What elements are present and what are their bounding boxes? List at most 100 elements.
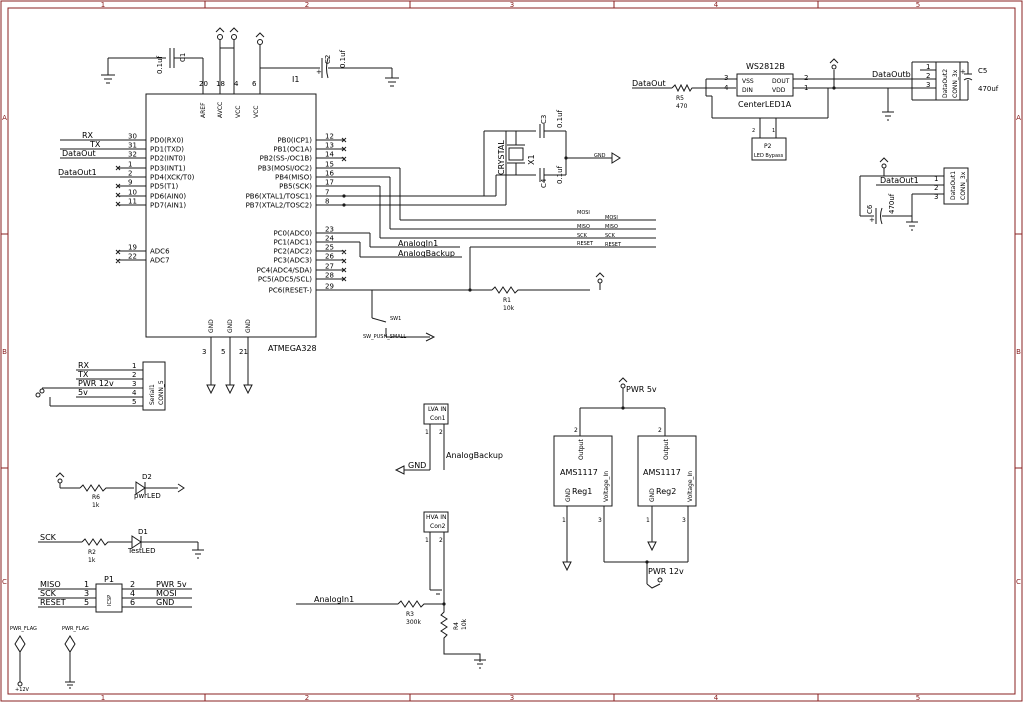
mcu-left-pin-num: 19 [128,244,137,252]
icsp-left-pin-3: 5 [84,598,89,607]
r4-value: 10k [461,618,468,630]
sw-value: SW_PUSH_SMALL [363,334,406,340]
serial-pin-5: 5 [132,398,136,406]
mcu-value: ATMEGA328 [268,344,317,353]
mcu-left-pin-num: 32 [128,151,137,159]
hva-pin-1: 1 [425,537,429,544]
r2-ref: R2 [88,549,96,556]
mcu-right-pin-name: PB4(MISO) [275,174,312,182]
frame-col-1-bottom: 1 [101,694,105,702]
net-miso-1: MISO [577,224,590,230]
led-pin-din: DIN [742,87,753,94]
mcu-right-pin-name: PB3(MOSI/OC2) [258,165,312,173]
pwr-flag-1-label: PWR_FLAG [10,626,37,632]
mcu-right-pin-name: PB0(ICP1) [277,137,312,145]
mcu-bottom-pin-num: 5 [221,348,225,356]
net-pwr12v: PWR 12v [648,567,684,576]
reg2-name: AMS1117 [643,468,681,477]
mcu-left-pin-num: 31 [128,142,137,150]
net-dataoutb: DataOutb [872,70,911,79]
c2-value: 0.1uf [339,49,347,68]
d1-value: TestLED [127,547,156,555]
icsp-left-net-2: SCK [40,589,57,598]
led-ref: CenterLED1A [738,100,792,109]
frame-row-a-right: A [1016,114,1021,122]
serial-value: CONN_5 [158,380,165,405]
lva-ref: Con1 [430,415,446,422]
reg1-vin: Voltage_In [603,471,610,502]
cap-c2: + C2 0.1uf [316,49,399,87]
r2-value: 1k [88,557,96,564]
net-dataout1: DataOut1 [58,168,97,177]
mcu-left-pin-name: PD0(RX0) [150,137,184,145]
c1-value: 0.1uf [156,55,164,74]
cap-c3: C3 0.1uf [539,109,566,138]
frame-col-3-bottom: 3 [510,694,514,702]
reg1-name: AMS1117 [560,468,598,477]
reg1-ref: Reg1 [572,487,592,496]
mcu-top-pin-num: 4 [234,80,239,88]
mcu-right-pin-num: 14 [325,151,334,159]
connector-lva-in: LVA IN Con1 GND AnalogBackup 1 2 [394,403,503,475]
mcu-ref: I1 [292,75,299,84]
hva-pin-2: 2 [439,537,443,544]
frame-col-2: 2 [305,1,309,9]
mcu-ground-arrows [206,337,253,395]
serial-net-tx: TX [77,370,89,379]
icsp-left-pin-1: 1 [84,580,89,589]
p2-pin-2: 2 [752,128,755,134]
c2-ref: C2 [324,55,332,64]
led-pin-vss: VSS [742,78,754,85]
reg1-body [553,435,613,507]
mcu-right-pin-name: PB2(SS-/OC1B) [260,155,313,163]
mcu-right-pin-num: 17 [325,179,334,187]
mcu-right-pin-name: PC4(ADC4/SDA) [257,267,313,275]
led-pin-vss-num: 3 [724,74,728,82]
power-avcc [215,27,320,94]
c6-plus: + [869,216,875,224]
net-sck-led: SCK [40,533,57,542]
mcu-bottom-pin-name: GND [227,319,234,333]
p2-value: LED Bypass [754,153,784,159]
mcu-right-pin-name: PC5(ADC5/SCL) [258,276,312,284]
net-analogin1: AnalogIn1 [398,239,438,248]
frame-col-4-bottom: 4 [714,694,719,702]
r3-value: 300k [406,619,421,626]
lva-pin-1: 1 [425,429,429,436]
mcu-bottom-pin-num: 3 [202,348,206,356]
reg1-gnd: GND [565,488,572,502]
mcu-right-pin-num: 8 [325,198,329,206]
icsp-left-pin-2: 3 [84,589,89,598]
no-connect-marks-left [115,165,121,264]
d2-value: pwrLED [134,492,161,500]
mcu-right-pin-name: PC3(ADC3) [273,257,312,265]
pwr-flag-2-label: PWR_FLAG [62,626,89,632]
mcu-right-pin-num: 13 [325,142,334,150]
reg2-pin-3: 3 [682,517,686,524]
cap-c1: 0.1uf C1 [101,48,204,94]
conn-right-pin-3: 3 [934,193,938,201]
mcu-right-pin-name: PB7(XTAL2/TOSC2) [246,202,313,210]
icsp-right-net-2: MOSI [156,589,177,598]
c5-ref: C5 [978,67,987,75]
sw-ref: SW1 [390,316,401,322]
hva-ref: Con2 [430,523,446,530]
icsp-ref: P1 [104,575,114,584]
conn-right-value: CONN_3x [960,171,967,200]
net-reset-2: RESET [605,242,622,248]
r5-value: 470 [676,103,688,110]
net-analogbackup: AnalogBackup [398,249,455,258]
c3-ref: C3 [540,115,548,124]
mcu-left-pin-num: 30 [128,133,137,141]
frame-col-3: 3 [510,1,514,9]
icsp-right-net-3: GND [156,598,174,607]
icsp-right-net-1: PWR 5v [156,580,187,589]
mcu-left-pin-name: PD2(INT0) [150,155,186,163]
reg2-body [637,435,697,507]
p2-ref: P2 [764,143,772,150]
net-analogbackup-lva: AnalogBackup [446,451,503,460]
lva-title: LVA IN [428,406,447,413]
